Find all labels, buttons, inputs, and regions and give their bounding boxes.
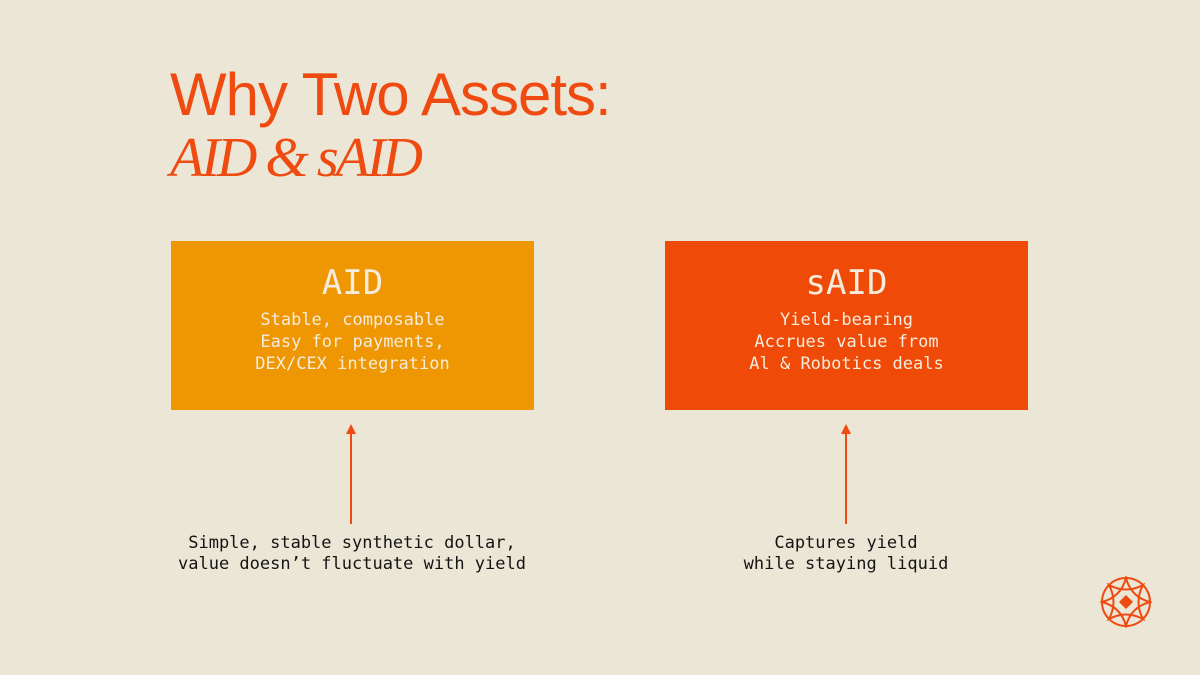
said-card-line: Al & Robotics deals [749,354,944,374]
aid-card: AID Stable, composable Easy for payments… [171,241,534,410]
said-caption-line: while staying liquid [743,554,949,574]
aid-caption: Simple, stable synthetic dollar, value d… [142,533,562,575]
slide-title: Why Two Assets: [170,61,612,128]
said-card-description: Yield-bearing Accrues value from Al & Ro… [665,309,1028,375]
aid-card-line: Easy for payments, [260,332,445,352]
said-card-line: Accrues value from [754,332,939,352]
aid-caption-line: Simple, stable synthetic dollar, [188,533,516,553]
compass-star-logo-icon [1100,576,1152,628]
aid-caption-line: value doesn’t fluctuate with yield [178,554,526,574]
said-card-title: sAID [805,263,888,303]
said-arrow-up-icon [841,424,851,524]
aid-card-line: Stable, composable [260,310,445,330]
said-caption-line: Captures yield [774,533,918,553]
aid-arrow-up-icon [346,424,356,524]
aid-card-title: AID [321,263,384,303]
said-caption: Captures yield while staying liquid [646,533,1046,575]
said-card: sAID Yield-bearing Accrues value from Al… [665,241,1028,410]
aid-card-line: DEX/CEX integration [255,354,450,374]
said-card-line: Yield-bearing [779,310,914,330]
slide-subtitle: AID & sAID [170,127,423,189]
aid-card-description: Stable, composable Easy for payments, DE… [171,309,534,375]
